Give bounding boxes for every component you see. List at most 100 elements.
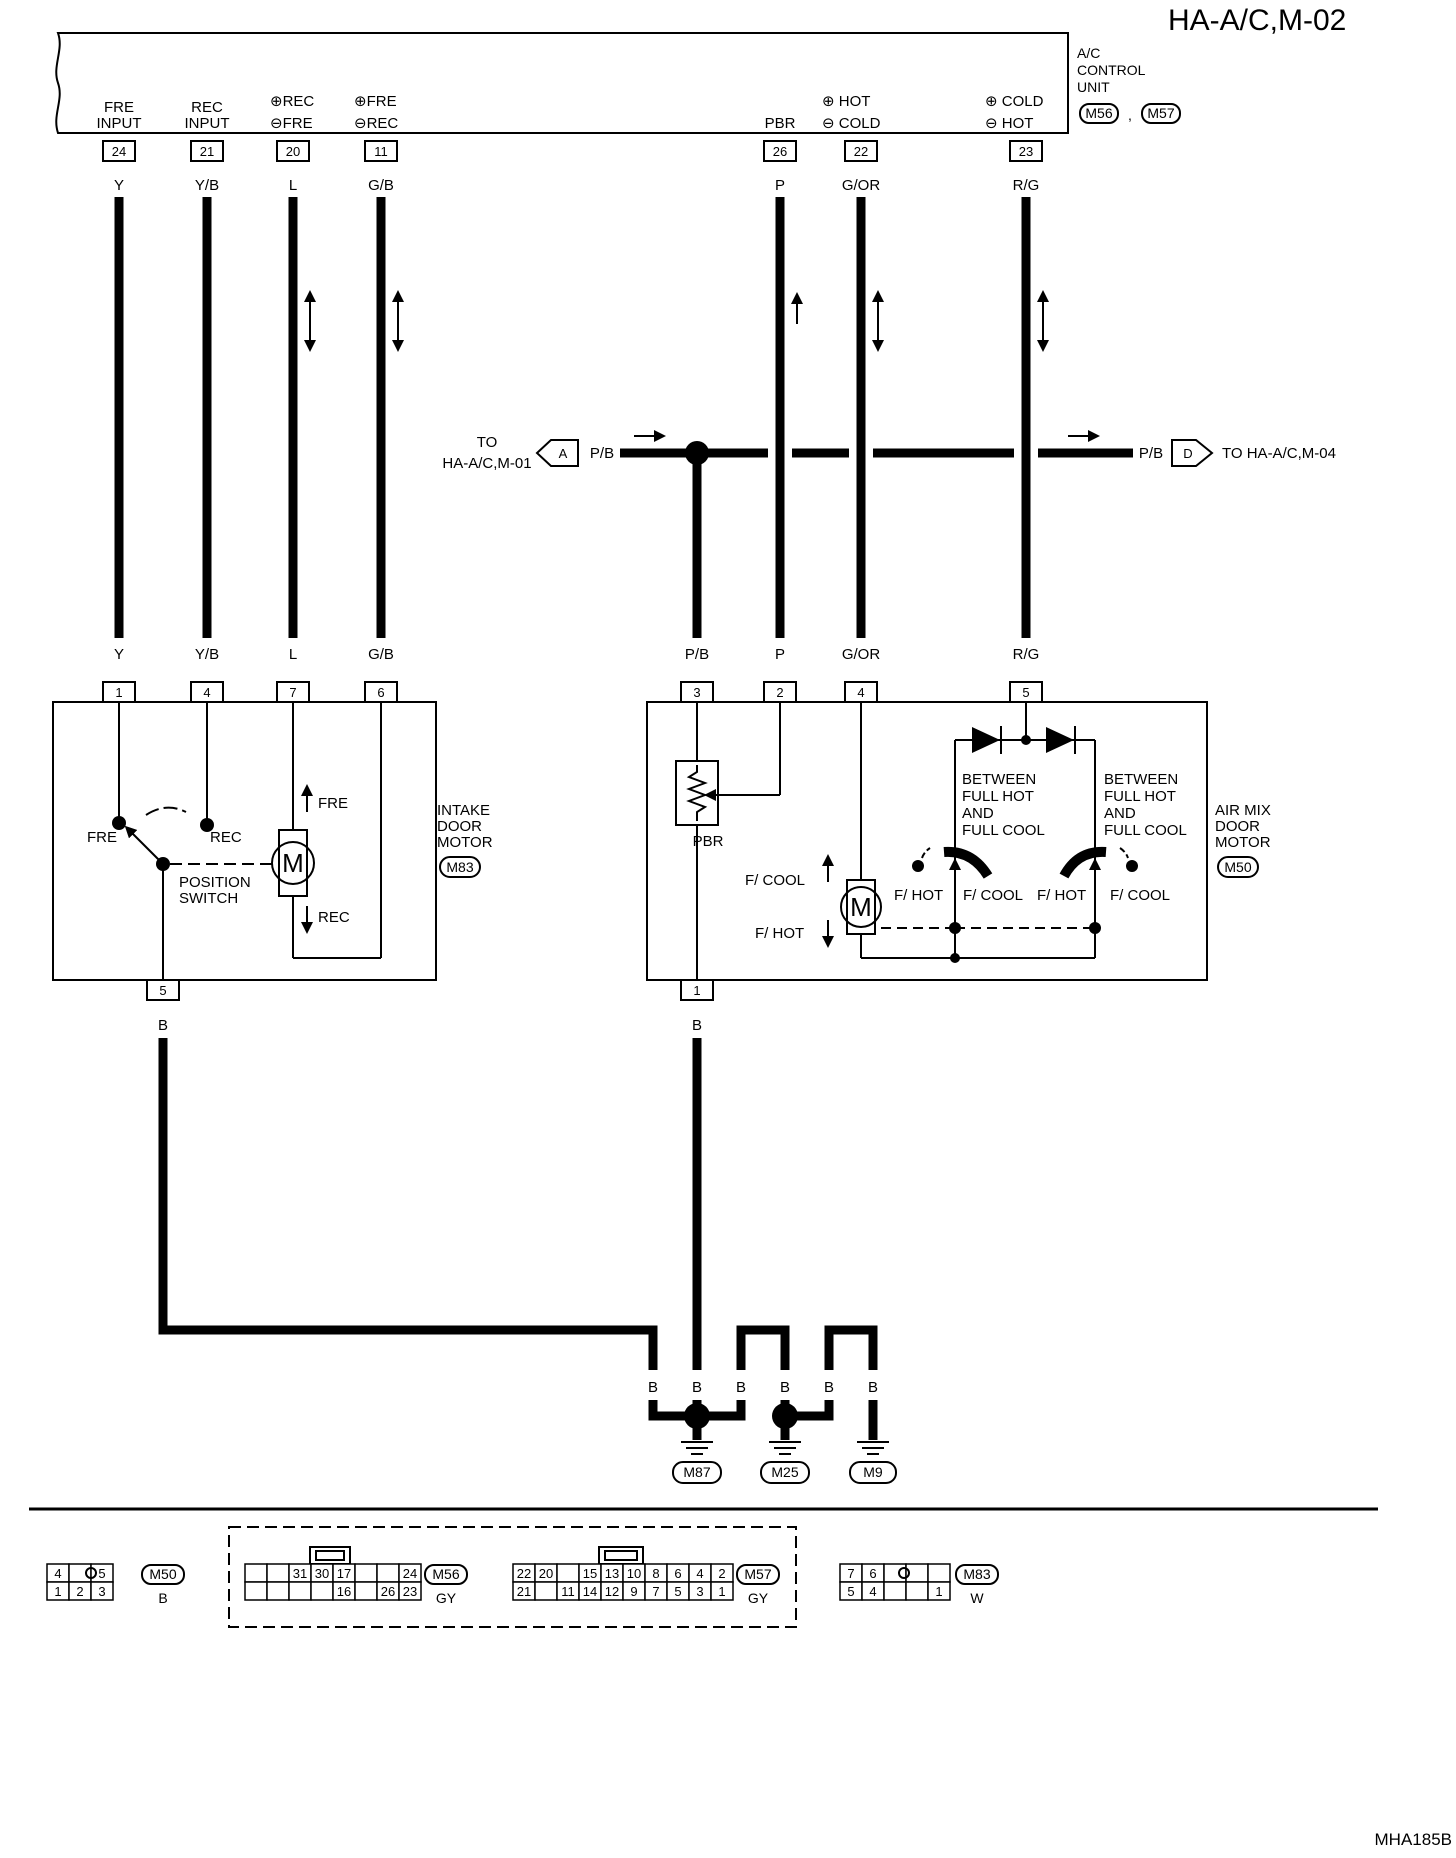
connector-pin-number: 2	[718, 1566, 725, 1581]
ground-wire-intake	[158, 1038, 658, 1370]
connector-badge-m83-label: M83	[446, 859, 473, 875]
connector-pin-number: 23	[403, 1584, 417, 1599]
cu-terminal-20-label-2: ⊖FRE	[270, 115, 313, 132]
connector-pin-number: 3	[696, 1584, 703, 1599]
am-wire-label-2: P	[775, 646, 785, 663]
connector-pin-number: 11	[561, 1584, 575, 1599]
im-pin-6: 6	[377, 685, 384, 700]
offpage-left-wire: P/B	[590, 445, 614, 462]
connector-color: GY	[436, 1590, 457, 1606]
connector-cavity	[927, 1563, 951, 1583]
junction-dot	[1089, 922, 1101, 934]
connector-pin-number: 14	[583, 1584, 597, 1599]
ground-wire-label: B	[692, 1379, 702, 1396]
im-pin-4: 4	[203, 685, 210, 700]
cu-wire-label-24: Y	[114, 177, 124, 194]
cu-pin-22: 22	[854, 144, 868, 159]
label-rec: REC	[210, 829, 242, 846]
connector-pin-number: 13	[605, 1566, 619, 1581]
cu-pin-23: 23	[1019, 144, 1033, 159]
cu-wire-label-22: G/OR	[842, 177, 881, 194]
ground-badge-m87	[672, 1461, 722, 1484]
connector-pin-number: 5	[674, 1584, 681, 1599]
connector-pin-number: 20	[539, 1566, 553, 1581]
cu-terminal-21: REC INPUT 21 Y/B	[185, 99, 230, 194]
offpage-left-letter: A	[559, 446, 568, 461]
connector-pin-number: 1	[718, 1584, 725, 1599]
connector-pin-number: 26	[381, 1584, 395, 1599]
limit-switch-contact	[943, 846, 993, 879]
connector-pin-number: 3	[98, 1584, 105, 1599]
connector-id: M83	[963, 1566, 990, 1582]
connector-id: M57	[744, 1566, 771, 1582]
label-motor-fhot: F/ HOT	[755, 925, 804, 942]
label-sw-left-fhot: F/ HOT	[894, 887, 943, 904]
label-sw-right-fhot: F/ HOT	[1037, 887, 1086, 904]
am-wire-label-5: R/G	[1013, 646, 1040, 663]
label-between-left-1: BETWEEN	[962, 771, 1036, 788]
cu-pin-box-26	[763, 140, 797, 162]
cu-terminal-11-label-1: ⊕FRE	[354, 93, 397, 110]
connector-lock-icon	[898, 1567, 910, 1579]
connector-lock-icon	[85, 1567, 97, 1579]
intake-door-motor: FRE REC POSITION SWITCH M FRE REC	[52, 701, 437, 981]
connector-badge	[736, 1564, 780, 1585]
am-pin-3: 3	[693, 685, 700, 700]
airmix-motor-name-2: DOOR	[1215, 818, 1260, 835]
connector-cavity	[883, 1581, 907, 1601]
connector-cavity	[376, 1563, 400, 1583]
connector-cavity	[710, 1581, 734, 1601]
connector-pin-number: 16	[337, 1584, 351, 1599]
connector-badge-m56-label: M56	[1085, 105, 1112, 121]
offpage-right-letter: D	[1183, 446, 1192, 461]
connector-pin-number: 12	[605, 1584, 619, 1599]
motor-housing	[278, 829, 308, 897]
connector-color: W	[970, 1590, 984, 1606]
ground-wire-label: B	[736, 1379, 746, 1396]
connector-pin-number: 5	[847, 1584, 854, 1599]
offpage-right-text: TO HA-A/C,M-04	[1222, 445, 1336, 462]
offpage-right-flag	[1171, 439, 1214, 467]
ground-wire-label: B	[648, 1379, 658, 1396]
cu-terminal-21-label-2: INPUT	[185, 115, 230, 132]
offpage-right-wire: P/B	[1139, 445, 1163, 462]
cu-pin-box-20	[276, 140, 310, 162]
connector-pin-number: 9	[630, 1584, 637, 1599]
intake-motor-name-3: MOTOR	[437, 834, 493, 851]
diode-icon	[972, 727, 1000, 753]
connector-pin-number: 7	[652, 1584, 659, 1599]
ground-badge-m25	[760, 1461, 810, 1484]
offpage-left-text-1: TO	[477, 434, 498, 451]
switch-contact-fre	[112, 816, 126, 830]
label-dir-rec: REC	[318, 909, 350, 926]
connector-cavity	[398, 1581, 422, 1601]
connector-badge	[955, 1564, 999, 1585]
connector-pin-number: 21	[517, 1584, 531, 1599]
connector-cavity	[266, 1563, 290, 1583]
label-between-left-3: AND	[962, 805, 994, 822]
connector-color: GY	[748, 1590, 769, 1606]
page-code: HA-A/C,M-02	[1168, 4, 1346, 37]
am-pin-4: 4	[857, 685, 864, 700]
connector-cavity	[534, 1581, 558, 1601]
control-unit-name-line1: A/C	[1077, 45, 1100, 61]
connector-cavity	[883, 1563, 907, 1583]
connector-latch-inner	[315, 1550, 345, 1561]
limit-switch-terminal	[1126, 860, 1138, 872]
connector-pin-number: 30	[315, 1566, 329, 1581]
connector-pin-number: 4	[869, 1584, 876, 1599]
connector-pin-number: 24	[403, 1566, 417, 1581]
limit-switch-contact	[1059, 846, 1107, 879]
label-pbr: PBR	[693, 833, 724, 850]
figure-code: MHA185B	[1375, 1830, 1452, 1849]
cu-terminal-24: FRE INPUT 24 Y	[97, 99, 142, 194]
connector-badge-m57-label: M57	[1147, 105, 1174, 121]
connector-cavity	[68, 1563, 92, 1583]
cu-pin-box-11	[364, 140, 398, 162]
offpage-left-text-2: HA-A/C,M-01	[442, 455, 531, 472]
